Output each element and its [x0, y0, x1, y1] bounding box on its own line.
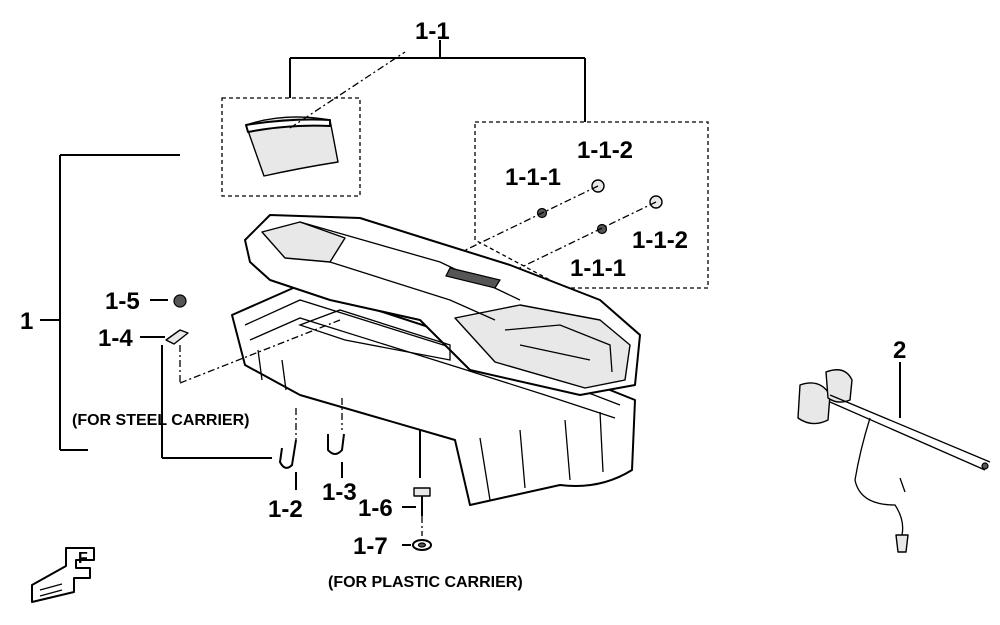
label-1-1-1-top: 1-1-1 [505, 164, 561, 191]
label-1-5: 1-5 [105, 288, 140, 315]
label-1-4: 1-4 [98, 325, 133, 352]
nuts-box [419, 121, 709, 293]
label-1-2: 1-2 [268, 496, 303, 523]
label-1-7: 1-7 [353, 533, 388, 560]
label-2: 2 [893, 337, 906, 364]
label-1-1-1-bottom: 1-1-1 [570, 255, 626, 282]
trunk-box [231, 214, 641, 506]
label-1-3: 1-3 [322, 479, 357, 506]
note-steel-carrier: (FOR STEEL CARRIER) [72, 412, 249, 429]
note-plastic-carrier: (FOR PLASTIC CARRIER) [328, 574, 523, 591]
bracket-1-1 [289, 40, 586, 122]
front-letter: F [78, 550, 88, 567]
front-direction-arrow-icon [31, 547, 95, 603]
bracket-1 [40, 154, 180, 451]
compressor-2 [797, 362, 991, 553]
pad-box [221, 51, 406, 197]
bolt-washer-1-4-1-5 [140, 294, 341, 459]
label-1-6: 1-6 [358, 495, 393, 522]
label-1-1: 1-1 [415, 18, 450, 45]
label-1-1-2-bottom: 1-1-2 [632, 227, 688, 254]
bolt-washer-1-6-1-7 [402, 430, 432, 551]
label-1-1-2-top: 1-1-2 [577, 137, 633, 164]
hooks-1-2-1-3 [278, 398, 345, 490]
label-1: 1 [20, 308, 33, 335]
